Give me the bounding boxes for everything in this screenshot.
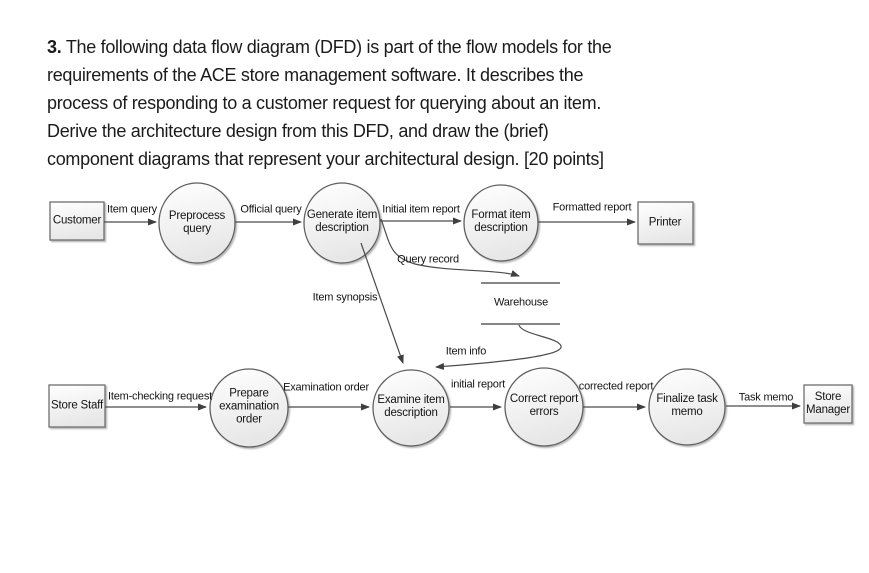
process-generate-item-description-label: Generate item description	[306, 209, 378, 234]
question-line-text: The following data flow diagram (DFD) is…	[65, 37, 612, 57]
process-preprocess-query-label: Preprocess query	[168, 210, 226, 235]
flow-item-info-label: Item info	[445, 345, 487, 358]
question-line: requirements of the ACE store management…	[47, 65, 584, 85]
flow-examination-order-label: Examination order	[283, 381, 369, 394]
flow-corrected-report-label: corrected report	[578, 380, 654, 393]
entity-printer-label: Printer	[648, 216, 682, 229]
flow-formatted-report-label: Formatted report	[552, 201, 632, 214]
question-line: 3. The following data flow diagram (DFD)…	[47, 33, 807, 61]
flow-item-synopsis-label: Item synopsis	[312, 291, 378, 304]
process-preprocess-query-ellipse	[158, 182, 236, 264]
data-store-warehouse-label: Warehouse	[493, 296, 549, 309]
entity-store-manager-label: Store Manager	[806, 391, 850, 416]
entity-store-staff-box	[48, 384, 106, 428]
flow-task-memo-label: Task memo	[738, 391, 794, 404]
flow-official-query-label: Official query	[240, 203, 302, 216]
flow-initial-item-report-label: Initial item report	[382, 203, 460, 216]
process-format-item-description-ellipse	[463, 184, 539, 262]
entity-store-manager-box	[803, 384, 853, 424]
entity-customer-label: Customer	[52, 214, 102, 227]
question-text: 3. The following data flow diagram (DFD)…	[47, 33, 807, 173]
entity-customer-box	[49, 201, 105, 241]
entity-store-staff-label: Store Staff	[51, 399, 103, 412]
process-format-item-description-label: Format item description	[471, 209, 531, 234]
flow-query-record-label: Query record	[397, 253, 459, 266]
flow-item-synopsis-arrow	[360, 242, 404, 364]
flow-item-checking-request-label: Item-checking request	[107, 390, 213, 403]
process-correct-report-errors-label: Correct report errors	[509, 393, 579, 418]
flow-item-info-arrow	[435, 324, 562, 370]
process-finalize-task-memo-label: Finalize task memo	[656, 393, 718, 418]
entity-printer-box	[637, 201, 694, 245]
question-line: process of responding to a customer requ…	[47, 93, 602, 113]
process-examine-item-description-ellipse	[372, 369, 450, 447]
question-number: 3.	[47, 37, 62, 57]
question-line: component diagrams that represent your a…	[47, 149, 604, 169]
process-finalize-task-memo-ellipse	[648, 368, 726, 446]
flow-initial-report-label: initial report	[450, 378, 506, 391]
process-prepare-examination-order-label: Prepare examination order	[219, 387, 279, 426]
process-prepare-examination-order-ellipse	[209, 368, 289, 448]
flow-item-query-label: Item query	[107, 203, 157, 216]
question-line: Derive the architecture design from this…	[47, 121, 549, 141]
flow-query-record-arrow	[380, 218, 520, 277]
process-examine-item-description-label: Examine item description	[377, 394, 445, 419]
